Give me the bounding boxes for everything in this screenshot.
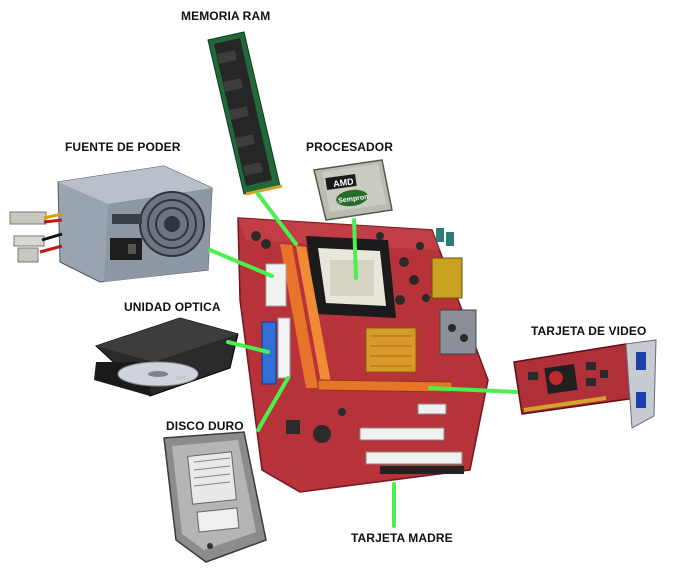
line-hdd bbox=[256, 376, 290, 432]
cpu-socket bbox=[306, 236, 396, 318]
ide-connector-white bbox=[277, 317, 291, 379]
label-fuente-de-poder: FUENTE DE PODER bbox=[65, 140, 181, 154]
optical-drive-image bbox=[94, 317, 239, 397]
label-disco-duro: DISCO DURO bbox=[166, 419, 244, 433]
line-ram bbox=[256, 192, 298, 246]
label-memoria-ram: MEMORIA RAM bbox=[181, 9, 271, 23]
chipset-heatsink bbox=[365, 327, 417, 373]
power-connector bbox=[265, 263, 287, 307]
cpu-model-imprint: Sempron bbox=[338, 194, 369, 205]
line-gpu bbox=[428, 386, 518, 394]
pci-slots bbox=[359, 403, 464, 474]
hard-drive-image bbox=[163, 431, 267, 563]
label-tarjeta-madre: TARJETA MADRE bbox=[351, 531, 453, 545]
label-unidad-optica: UNIDAD OPTICA bbox=[124, 300, 221, 314]
label-procesador: PROCESADOR bbox=[306, 140, 394, 154]
line-psu bbox=[208, 248, 274, 278]
ram-module-image bbox=[207, 31, 283, 196]
ram-slots bbox=[280, 244, 332, 388]
connector-lines bbox=[208, 192, 518, 528]
processor-image: AMD Sempron bbox=[313, 159, 393, 221]
line-cpu bbox=[352, 218, 358, 280]
motherboard-image bbox=[237, 217, 489, 493]
rear-io bbox=[431, 257, 477, 355]
capacitors bbox=[251, 231, 430, 443]
video-card-image bbox=[513, 339, 657, 429]
agp-slot bbox=[317, 379, 453, 393]
cpu-brand-imprint: AMD bbox=[333, 176, 355, 189]
psu-cables bbox=[9, 211, 63, 263]
power-supply-image bbox=[9, 165, 213, 283]
fan-grille bbox=[139, 191, 205, 257]
line-optical bbox=[226, 340, 270, 354]
label-tarjeta-de-video: TARJETA DE VIDEO bbox=[531, 324, 647, 338]
